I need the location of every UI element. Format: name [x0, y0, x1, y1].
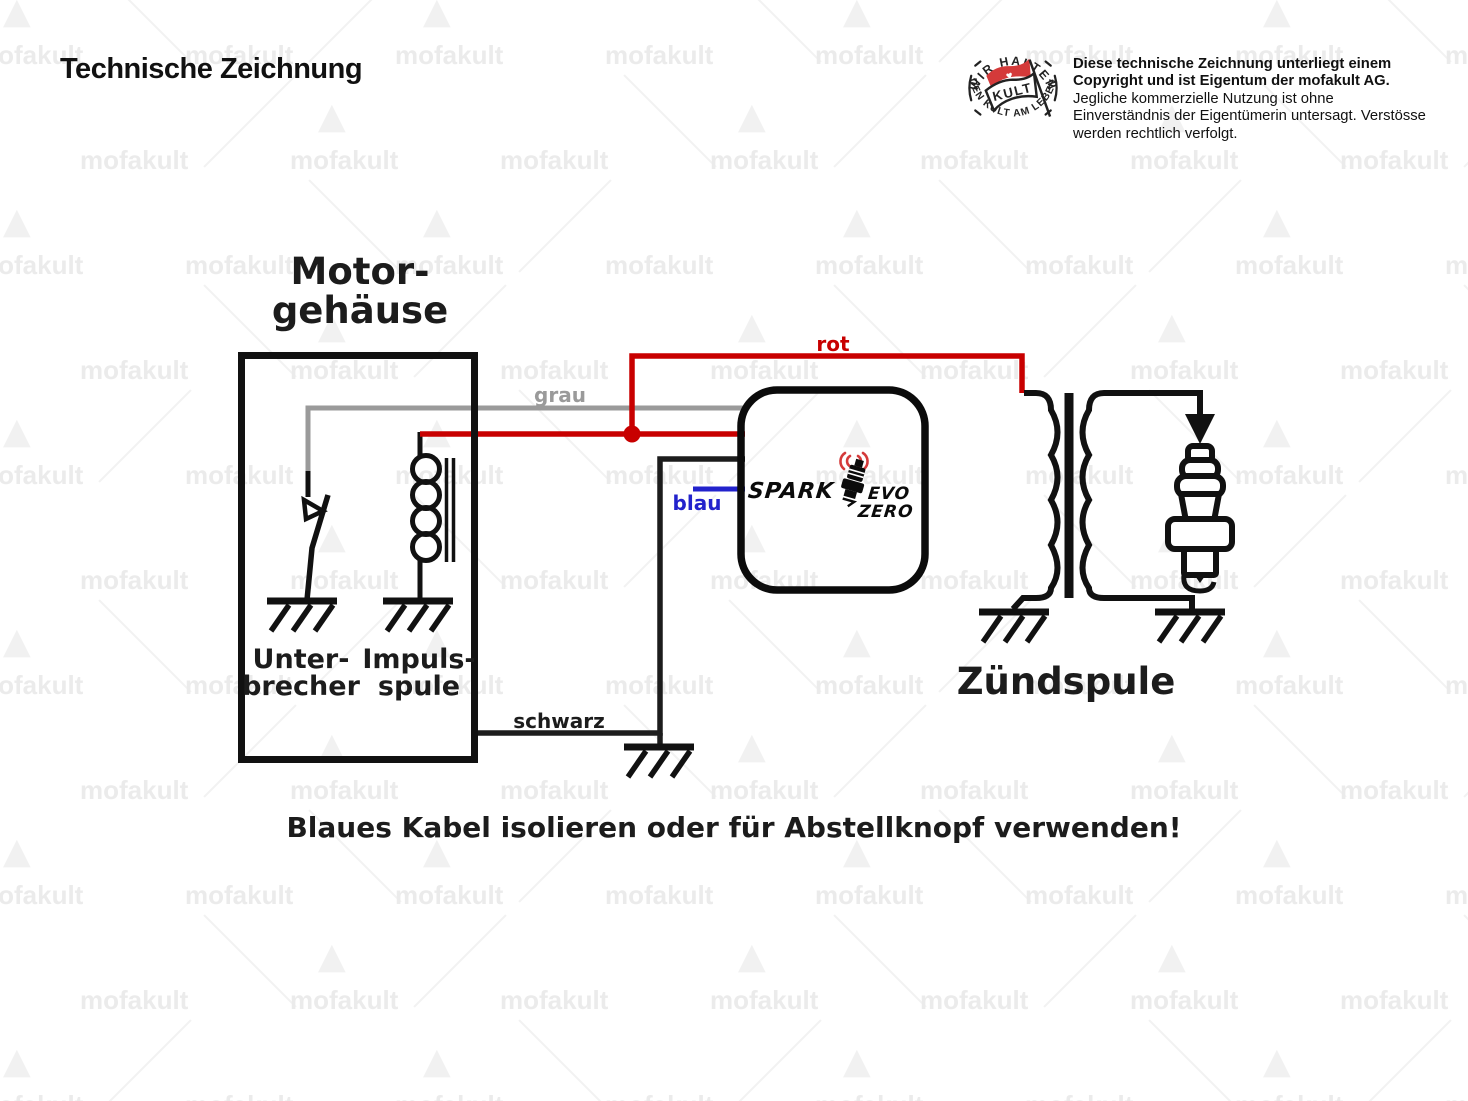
spark-plug-icon — [839, 451, 869, 508]
cdi-module-box — [737, 386, 929, 594]
ground-symbol — [383, 601, 453, 631]
flag-pole — [1028, 59, 1052, 117]
impulse-coil-symbol — [410, 432, 456, 601]
spark-evo-zero-logo: SPARK EVO ZERO — [746, 447, 924, 535]
brand-spark-text: SPARK — [746, 479, 836, 504]
ground-symbol — [1155, 612, 1225, 642]
wire-label-blau: blau — [672, 491, 722, 515]
flag-red-banner — [986, 58, 1031, 89]
blue-cable-note: Blaues Kabel isolieren oder für Abstellk… — [286, 811, 1182, 844]
mofakult-stamp-logo: WIR HALTEN DEN KULT AM LEBEN ♥ KULT — [966, 54, 1058, 120]
brand-evo-text: EVO — [866, 484, 911, 504]
ignition-coil-label: Zündspule — [956, 660, 1176, 703]
heart-icon: ♥ — [1005, 70, 1015, 83]
breaker-label: Unter- brecher — [242, 644, 360, 702]
wire-junction-dot — [623, 425, 641, 443]
arrow-down-icon — [1185, 414, 1215, 444]
impulse-coil-label: Impuls- spule — [362, 644, 476, 702]
wire-label-grau: grau — [534, 383, 586, 407]
copyright-regular: Jegliche kommerzielle Nutzung ist ohne E… — [1073, 90, 1426, 142]
breaker-symbol — [301, 470, 331, 601]
flag-white — [984, 70, 1039, 113]
wire-label-schwarz: schwarz — [513, 709, 605, 733]
wire-rot — [420, 353, 1025, 443]
ground-symbol — [624, 747, 694, 777]
ground-symbol — [267, 601, 337, 631]
brand-zero-text: ZERO — [856, 502, 915, 522]
copyright-bold: Diese technische Zeichnung unterliegt ei… — [1073, 56, 1392, 90]
copyright-text: Diese technische Zeichnung unterliegt ei… — [1073, 56, 1431, 143]
ignition-coil-symbol — [1010, 390, 1203, 612]
motor-housing-label: Motor- gehäuse — [271, 250, 449, 332]
spark-plug-symbol — [1165, 443, 1235, 594]
page-title: Technische Zeichnung — [60, 53, 363, 85]
ground-symbol — [979, 612, 1049, 642]
wire-label-rot: rot — [816, 332, 850, 356]
